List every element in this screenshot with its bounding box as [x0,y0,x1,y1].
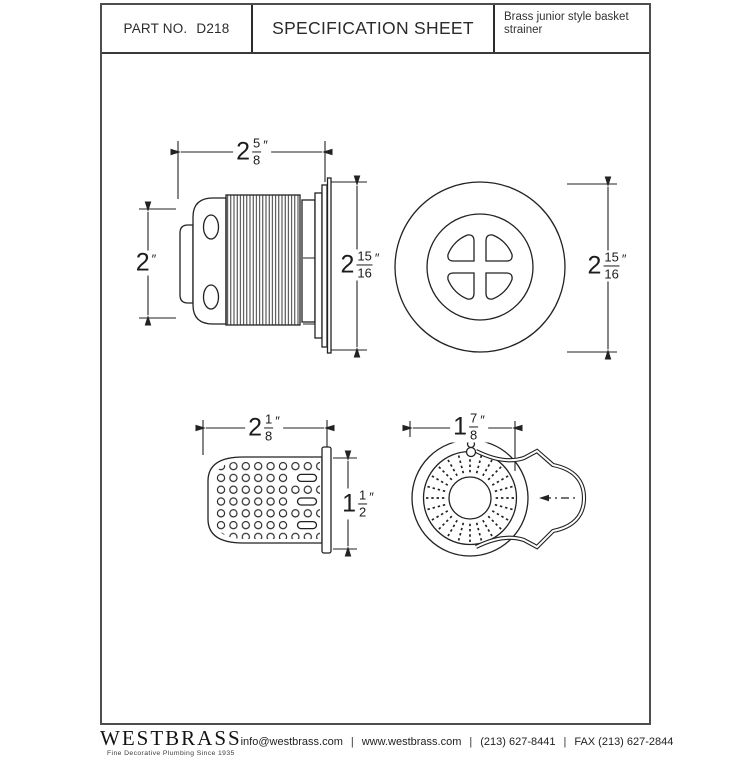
inch-mark: ″ [621,251,627,267]
dim-whole: 2 [340,250,355,279]
separator: | [469,736,473,748]
inch-mark: ″ [151,251,157,267]
dim-label-strainer-width: 1 7 8 ″ [450,410,488,443]
dim-fraction: 1 8 [264,411,274,444]
product-description: Brass junior style basket strainer [504,11,629,37]
sheet-header: PART NO. D218 SPECIFICATION SHEET Brass … [102,5,649,54]
dim-whole: 1 [453,412,468,441]
sheet-title-cell: SPECIFICATION SHEET [253,5,495,52]
inch-mark: ″ [374,250,380,266]
dim-fraction: 7 8 [469,410,479,443]
part-number-value: D218 [196,21,230,36]
part-number-label: PART NO. [123,21,188,36]
separator: | [350,736,354,748]
sheet-title: SPECIFICATION SHEET [272,18,474,38]
dim-fraction: 5 8 [252,135,262,168]
brand-tagline: Fine Decorative Plumbing Since 1935 [106,750,235,757]
footer: WESTBRASS Fine Decorative Plumbing Since… [0,727,755,757]
contact-email: info@westbrass.com [240,736,343,748]
dim-whole: 2 [135,248,150,277]
brand-logo: WESTBRASS [100,726,242,750]
dim-label-side-overall: 2 15 16 ″ [337,248,383,281]
dim-whole: 2 [587,251,602,280]
separator: | [563,736,567,748]
contact-fax: FAX (213) 627-2844 [574,736,674,748]
dim-whole: 2 [236,137,251,166]
spec-sheet-frame: PART NO. D218 SPECIFICATION SHEET Brass … [100,3,651,725]
dim-whole: 2 [248,413,263,442]
brand-block: WESTBRASS Fine Decorative Plumbing Since… [100,728,242,757]
dim-fraction: 1 2 [358,487,368,520]
dim-label-basket-width: 2 1 8 ″ [245,411,283,444]
dim-label-face-diameter: 2 15 16 ″ [584,249,630,282]
dim-label-side-height: 2 ″ [132,248,160,277]
dim-fraction: 15 16 [356,248,373,281]
part-number-cell: PART NO. D218 [102,5,253,52]
contact-phone: (213) 627-8441 [480,736,556,748]
contact-website: www.westbrass.com [361,736,462,748]
inch-mark: ″ [275,413,280,429]
inch-mark: ″ [369,489,374,505]
inch-mark: ″ [263,137,268,153]
dim-fraction: 15 16 [603,249,620,282]
product-description-cell: Brass junior style basket strainer [495,5,649,52]
inch-mark: ″ [480,412,485,428]
dim-whole: 1 [342,489,357,518]
contact-info: info@westbrass.com | www.westbrass.com |… [241,736,674,748]
dim-label-basket-height: 1 1 2 ″ [339,487,377,520]
dim-label-side-width: 2 5 8 ″ [233,135,271,168]
